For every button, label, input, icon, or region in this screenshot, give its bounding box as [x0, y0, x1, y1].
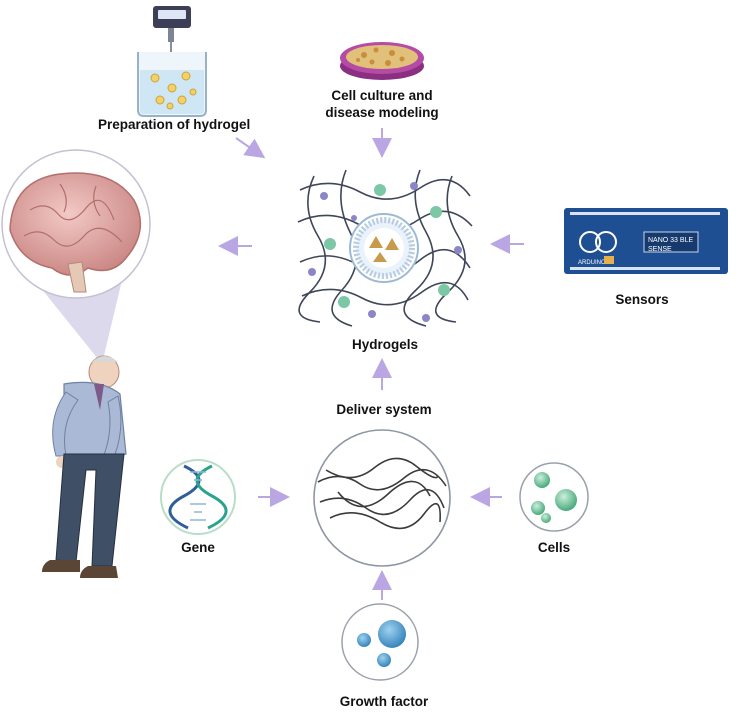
label-gene: Gene — [181, 540, 215, 555]
board-brand-text: ARDUINO — [578, 260, 606, 266]
label-deliver-system: Deliver system — [336, 402, 432, 417]
label-cells: Cells — [537, 540, 571, 555]
label-hydrogels: Hydrogels — [351, 337, 419, 352]
cells-illustration — [519, 462, 589, 532]
growth-factor-illustration — [341, 603, 419, 681]
petri-dish-illustration — [340, 42, 424, 80]
arrow-preparation-to-hydrogel — [235, 137, 266, 159]
brain-zoom-illustration — [1, 149, 151, 364]
beaker-illustration — [137, 6, 207, 117]
flow-arrows — [218, 128, 524, 600]
label-growth-factor: Growth factor — [339, 694, 429, 709]
hydrogel-network-illustration — [297, 169, 473, 327]
elderly-man-illustration — [42, 355, 127, 578]
label-cell-culture: Cell culture and disease modeling — [322, 88, 442, 122]
label-cell-culture-line1: Cell culture and — [331, 88, 433, 103]
label-sensors: Sensors — [615, 292, 669, 307]
label-cell-culture-line2: disease modeling — [325, 104, 439, 120]
deliver-system-illustration — [313, 429, 451, 567]
label-preparation-of-hydrogel: Preparation of hydrogel — [98, 117, 251, 132]
board-model-text: NANO 33 BLE — [648, 237, 693, 244]
board-sense-text: SENSE — [648, 246, 672, 253]
gene-illustration — [160, 459, 236, 535]
sensor-board-illustration: NANO 33 BLE SENSE ARDUINO — [564, 208, 728, 274]
